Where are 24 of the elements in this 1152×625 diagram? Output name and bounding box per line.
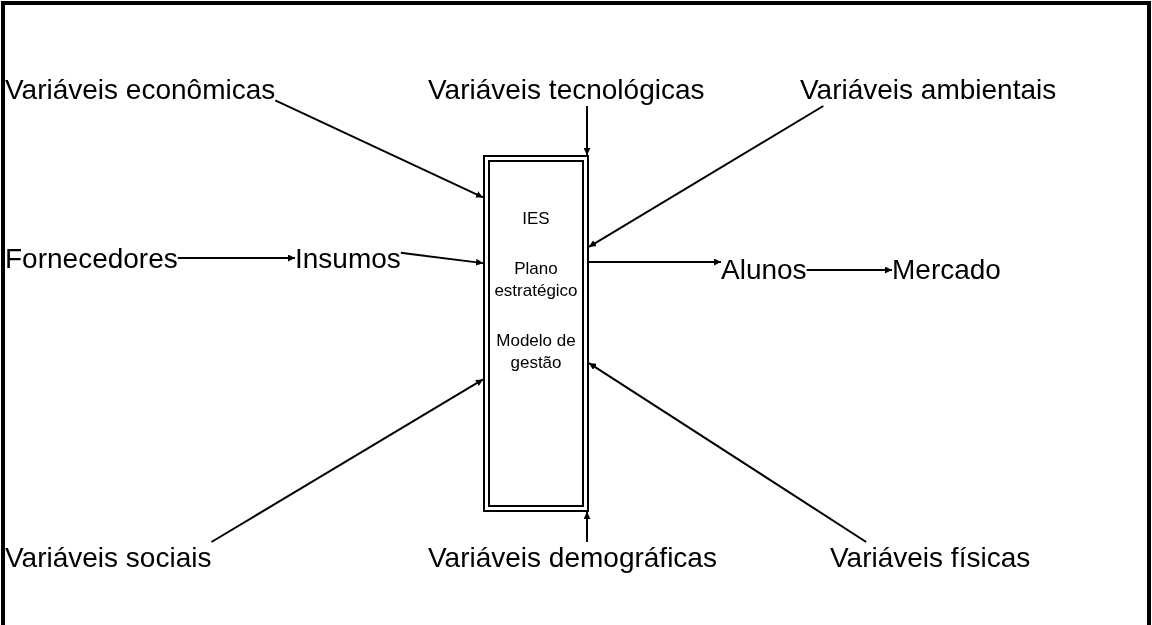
node-label: Fornecedores [5,243,178,275]
arrow [583,511,591,543]
node-label: Variáveis demográficas [428,542,717,574]
arrow [399,251,484,266]
node-label: Variáveis ambientais [800,74,1057,106]
node-label: Variáveis econômicas [5,74,276,106]
arrow [210,378,484,543]
box-text: Modelo de gestão [495,330,577,374]
node-label: Alunos [721,254,807,286]
node-label: Insumos [295,243,401,275]
organization-box [483,155,589,512]
node-label: Variáveis tecnológicas [428,74,705,106]
arrow [588,362,868,543]
arrow [805,266,893,274]
arrow [176,254,296,262]
node-label: Variáveis físicas [830,542,1031,574]
arrow [588,258,722,266]
arrow [588,105,825,248]
node-label: Variáveis sociais [5,542,212,574]
node-label: Mercado [892,254,1001,286]
box-text: IES [521,208,551,230]
arrow [583,105,591,156]
box-text: Plano estratégico [493,258,579,302]
arrow [274,99,484,199]
